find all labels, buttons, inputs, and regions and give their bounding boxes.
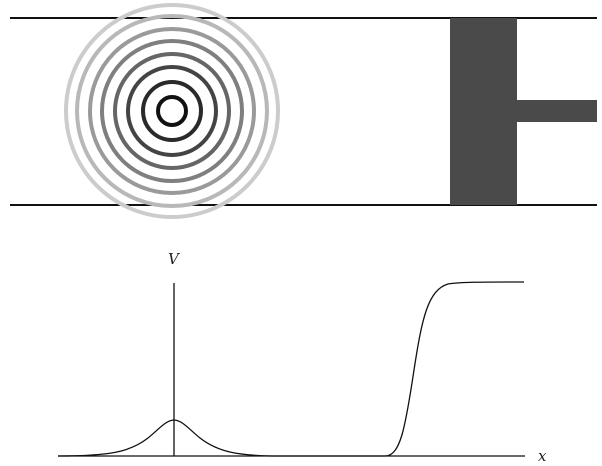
wave-ring-7 xyxy=(75,14,269,208)
v-axis-label: V xyxy=(168,250,181,268)
wave-ring-4 xyxy=(113,52,231,170)
potential-curve xyxy=(57,281,525,457)
wave-ring-6 xyxy=(88,27,256,195)
potential-plot: V x xyxy=(57,250,547,465)
wave-ring-1 xyxy=(156,95,188,127)
x-axis-label: x xyxy=(538,447,547,465)
wave-ring-3 xyxy=(126,65,218,157)
wave-ring-5 xyxy=(100,39,244,183)
wave-packet-rings xyxy=(64,3,280,219)
wave-ring-2 xyxy=(141,80,203,142)
channel-panel xyxy=(10,3,597,219)
barrier-wall xyxy=(450,18,597,205)
wave-ring-8 xyxy=(64,3,280,219)
